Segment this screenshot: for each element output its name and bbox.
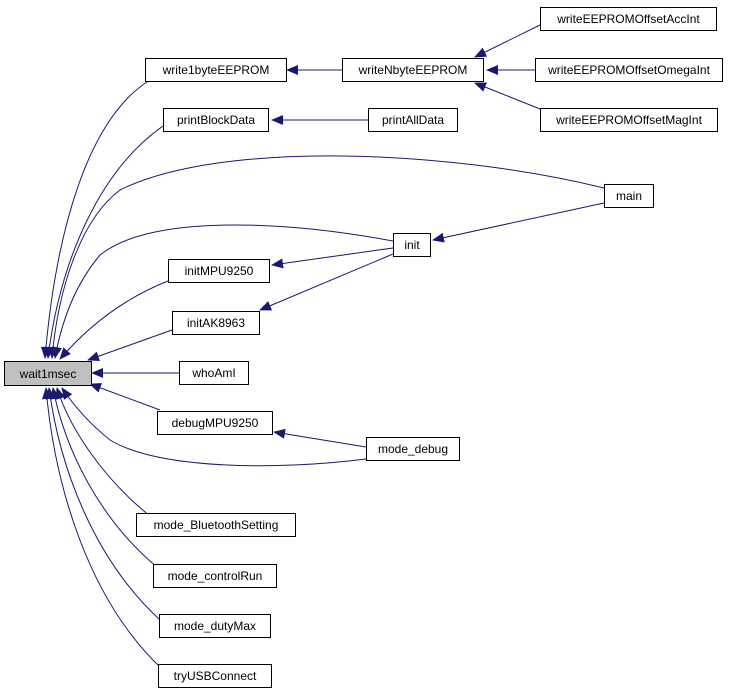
edge-initMPU9250-to-wait1msec <box>59 280 169 360</box>
node-whoAmI[interactable]: whoAmI <box>179 361 249 385</box>
node-writeEEPROMOffsetOmegaInt[interactable]: writeEEPROMOffsetOmegaInt <box>535 58 723 82</box>
edge-init-to-wait1msec <box>52 224 394 359</box>
edge-debugMPU9250-to-wait1msec <box>89 383 161 411</box>
node-mode_BluetoothSetting[interactable]: mode_BluetoothSetting <box>136 513 296 537</box>
edge-mode_BluetoothSetting-to-wait1msec <box>55 387 151 517</box>
edge-init-to-initMPU9250 <box>271 247 394 269</box>
node-printAllData[interactable]: printAllData <box>368 108 458 132</box>
node-writeNbyteEEPROM[interactable]: writeNbyteEEPROM <box>342 58 484 82</box>
edge-printBlockData-to-wait1msec <box>44 125 164 359</box>
node-writeEEPROMOffsetMagInt[interactable]: writeEEPROMOffsetMagInt <box>540 108 718 132</box>
edge-main-to-wait1msec <box>47 155 605 359</box>
edge-mode_debug-to-wait1msec <box>61 387 367 467</box>
node-tryUSBConnect[interactable]: tryUSBConnect <box>158 664 272 688</box>
node-wait1msec: wait1msec <box>4 361 92 386</box>
edge-writeEEPROMOffsetMagInt-to-writeNbyteEEPROM <box>474 82 541 110</box>
node-initAK8963[interactable]: initAK8963 <box>172 311 260 335</box>
edge-writeEEPROMOffsetAccInt-to-writeNbyteEEPROM <box>474 24 541 58</box>
edge-main-to-init <box>432 202 605 243</box>
node-main[interactable]: main <box>604 184 654 208</box>
edge-initAK8963-to-wait1msec <box>87 329 173 362</box>
edge-init-to-initAK8963 <box>259 253 394 311</box>
edge-mode_debug-to-debugMPU9250 <box>273 428 367 448</box>
edge-tryUSBConnect-to-wait1msec <box>41 387 161 668</box>
edge-write1byteEEPROM-to-wait1msec <box>40 79 151 359</box>
node-mode_dutyMax[interactable]: mode_dutyMax <box>159 614 271 638</box>
node-mode_debug[interactable]: mode_debug <box>366 437 460 461</box>
node-writeEEPROMOffsetAccInt[interactable]: writeEEPROMOffsetAccInt <box>540 7 717 31</box>
edge-mode_dutyMax-to-wait1msec <box>45 387 161 621</box>
node-init[interactable]: init <box>393 233 431 257</box>
node-printBlockData[interactable]: printBlockData <box>163 108 269 132</box>
edge-mode_controlRun-to-wait1msec <box>50 387 159 569</box>
node-mode_controlRun[interactable]: mode_controlRun <box>153 564 277 588</box>
node-write1byteEEPROM[interactable]: write1byteEEPROM <box>145 58 287 82</box>
node-debugMPU9250[interactable]: debugMPU9250 <box>157 411 273 435</box>
node-initMPU9250[interactable]: initMPU9250 <box>168 259 270 283</box>
